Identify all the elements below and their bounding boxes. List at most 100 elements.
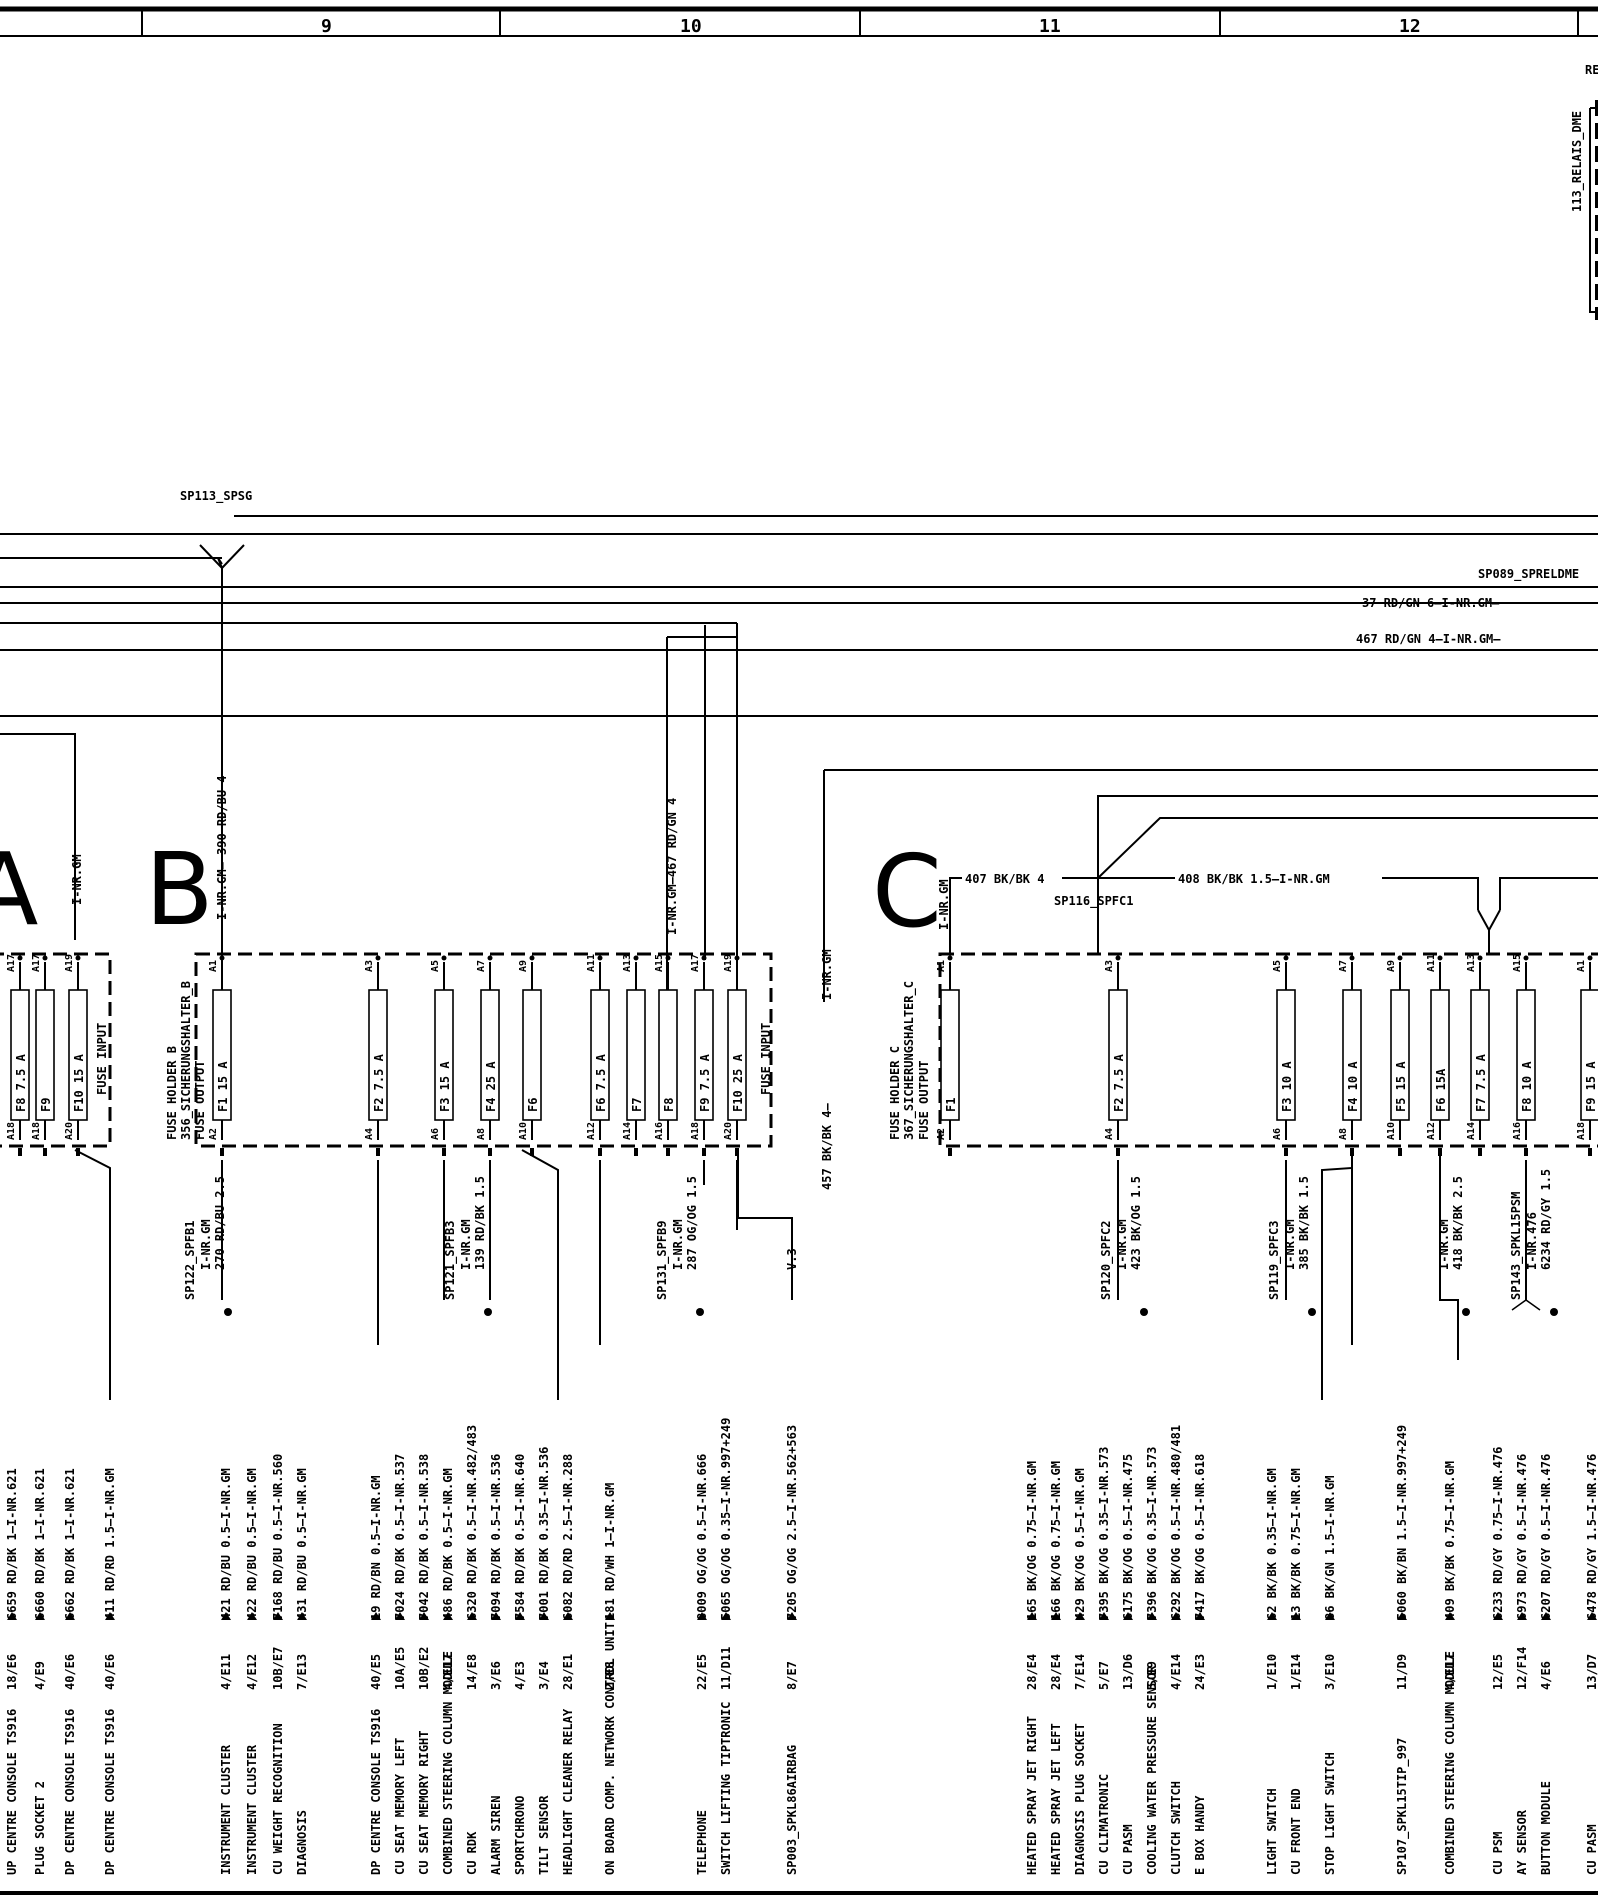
fuse-label: F10 15 A [72,1053,86,1112]
circuit-wire-label: 486 RD/BK 0.5—I-NR.GM [441,1468,455,1620]
connector-symbol [1445,1612,1455,1620]
fuse-bottom-pin: A18 [31,1122,42,1140]
fuse-body [35,989,55,1121]
fuse-bottom-pin: A6 [430,1128,441,1140]
fuse-body [212,989,232,1121]
fuse-bottom-pin: A20 [64,1122,75,1140]
fuse-top-dot [219,955,225,961]
fuse-body [368,989,388,1121]
feed-wire-ref: I-NR.GM [671,1219,685,1270]
connector-symbol [1027,1612,1037,1620]
fuse-bottom-pin: A4 [1104,1128,1115,1140]
circuit-grid-ref: 3/E10 [1323,1654,1337,1690]
circuit-grid-ref: 1/E14 [1289,1654,1303,1690]
circuit-grid-ref: 7/E14 [1073,1654,1087,1690]
fuse-top-pin: A19 [723,954,734,972]
circuit-wire-label: 19 RD/BN 0.5—I-NR.GM [369,1476,383,1621]
circuit-wire-label: 7205 OG/OG 2.5—I-NR.562+563 [785,1425,799,1620]
fuse-bottom-pin: A18 [690,1122,701,1140]
wire-457-label: 457 BK/BK 4— [820,1103,834,1190]
fuse-bottom-stub [1398,1148,1402,1156]
page-frame [0,6,1598,1895]
fuse-bottom-pin: A12 [586,1122,597,1140]
relay-ref-label: RE [1585,63,1598,77]
wire-c8-feed [1321,1150,1353,1400]
circuit-grid-ref: 13/D6 [1121,1654,1135,1690]
fuse-bottom-stub [634,1148,638,1156]
connector-symbol [1325,1612,1335,1620]
circuit-wire-label: 422 RD/BU 0.5—I-NR.GM [245,1468,259,1620]
fuse-top-pin: A17 [6,954,17,972]
circuit-wire-label: 7396 BK/OG 0.35—I-NR.573 [1145,1447,1159,1620]
connector-symbol [787,1612,797,1620]
circuit-wire-label: 6973 RD/GY 0.5—I-NR.476 [1515,1454,1529,1620]
fuse-body [1390,989,1410,1121]
circuit-destination: SWITCH LIFTING TIPTRONIC [719,1702,733,1875]
connector-symbol [273,1612,283,1620]
connector-symbol [221,1612,231,1620]
fuse-body [1470,989,1490,1121]
fuse-label: F2 7.5 A [372,1053,386,1112]
block-letter-b: B [145,831,214,948]
circuit-wire-label: 409 BK/BK 0.75—I-NR.GM [1443,1461,1457,1620]
circuit-destination: CU SEAT MEMORY RIGHT [417,1731,431,1876]
fuse-body [658,989,678,1121]
fuse-body [626,989,646,1121]
fuse-label: F6 [526,1098,540,1112]
fuse-label: F4 25 A [484,1061,498,1112]
fuse-top-dot [1349,955,1355,961]
column-number: 12 [1399,16,1421,37]
column-number: 11 [1039,16,1061,37]
circuit-grid-ref: 2/E8 [603,1661,617,1690]
fuse-top-dot [947,955,953,961]
fuse-top-pin: A1 [1576,960,1587,972]
circuit-destination: HEATED SPRAY JET RIGHT [1025,1716,1039,1875]
wire-37-label: 37 RD/GN 6—I-NR.GM— [1362,596,1500,610]
connector-symbol [105,1612,115,1620]
fuse-holder-b-box [194,952,773,1148]
feed-splice-name: SP122_SPFB1 [183,1221,198,1300]
circuit-destination: HEADLIGHT CLEANER RELAY [561,1708,575,1875]
column-number: 10 [680,16,702,37]
feed-wire-detail: 139 RD/BK 1.5 [473,1176,487,1270]
circuit-row: ON BOARD COMP. NETWORK CONTROL UNIT2/E81… [603,1483,617,1875]
fuse-bottom-pin: A18 [1576,1122,1587,1140]
circuit-destination: CU PSM [1491,1832,1505,1875]
splice-node [696,1308,704,1316]
connector-symbol [491,1612,501,1620]
wire-467-label: 467 RD/GN 4—I-NR.GM— [1356,632,1501,646]
feed-wire-ref: I-NR.GM [1115,1219,1129,1270]
fuse-top-dot [75,955,81,961]
fuse-bottom-pin: A2 [936,1128,947,1140]
fuse-label: F8 [662,1098,676,1112]
circuit-destination: COMBINED STEERING COLUMN MODULE [1443,1651,1457,1875]
circuit-destination: CU PASM [1585,1824,1598,1875]
connector-symbol [1123,1612,1133,1620]
fuse-bottom-pin: A14 [622,1122,633,1140]
splice-node [1308,1308,1316,1316]
fuse-top-pin: A3 [1104,960,1115,972]
connector-symbol [563,1612,573,1620]
splice-node [224,1308,232,1316]
fuse-bottom-stub [598,1148,602,1156]
connector-symbol [1147,1612,1157,1620]
circuit-wire-label: 411 RD/RD 1.5—I-NR.GM [103,1468,117,1620]
fuse-top-pin: A17 [690,954,701,972]
